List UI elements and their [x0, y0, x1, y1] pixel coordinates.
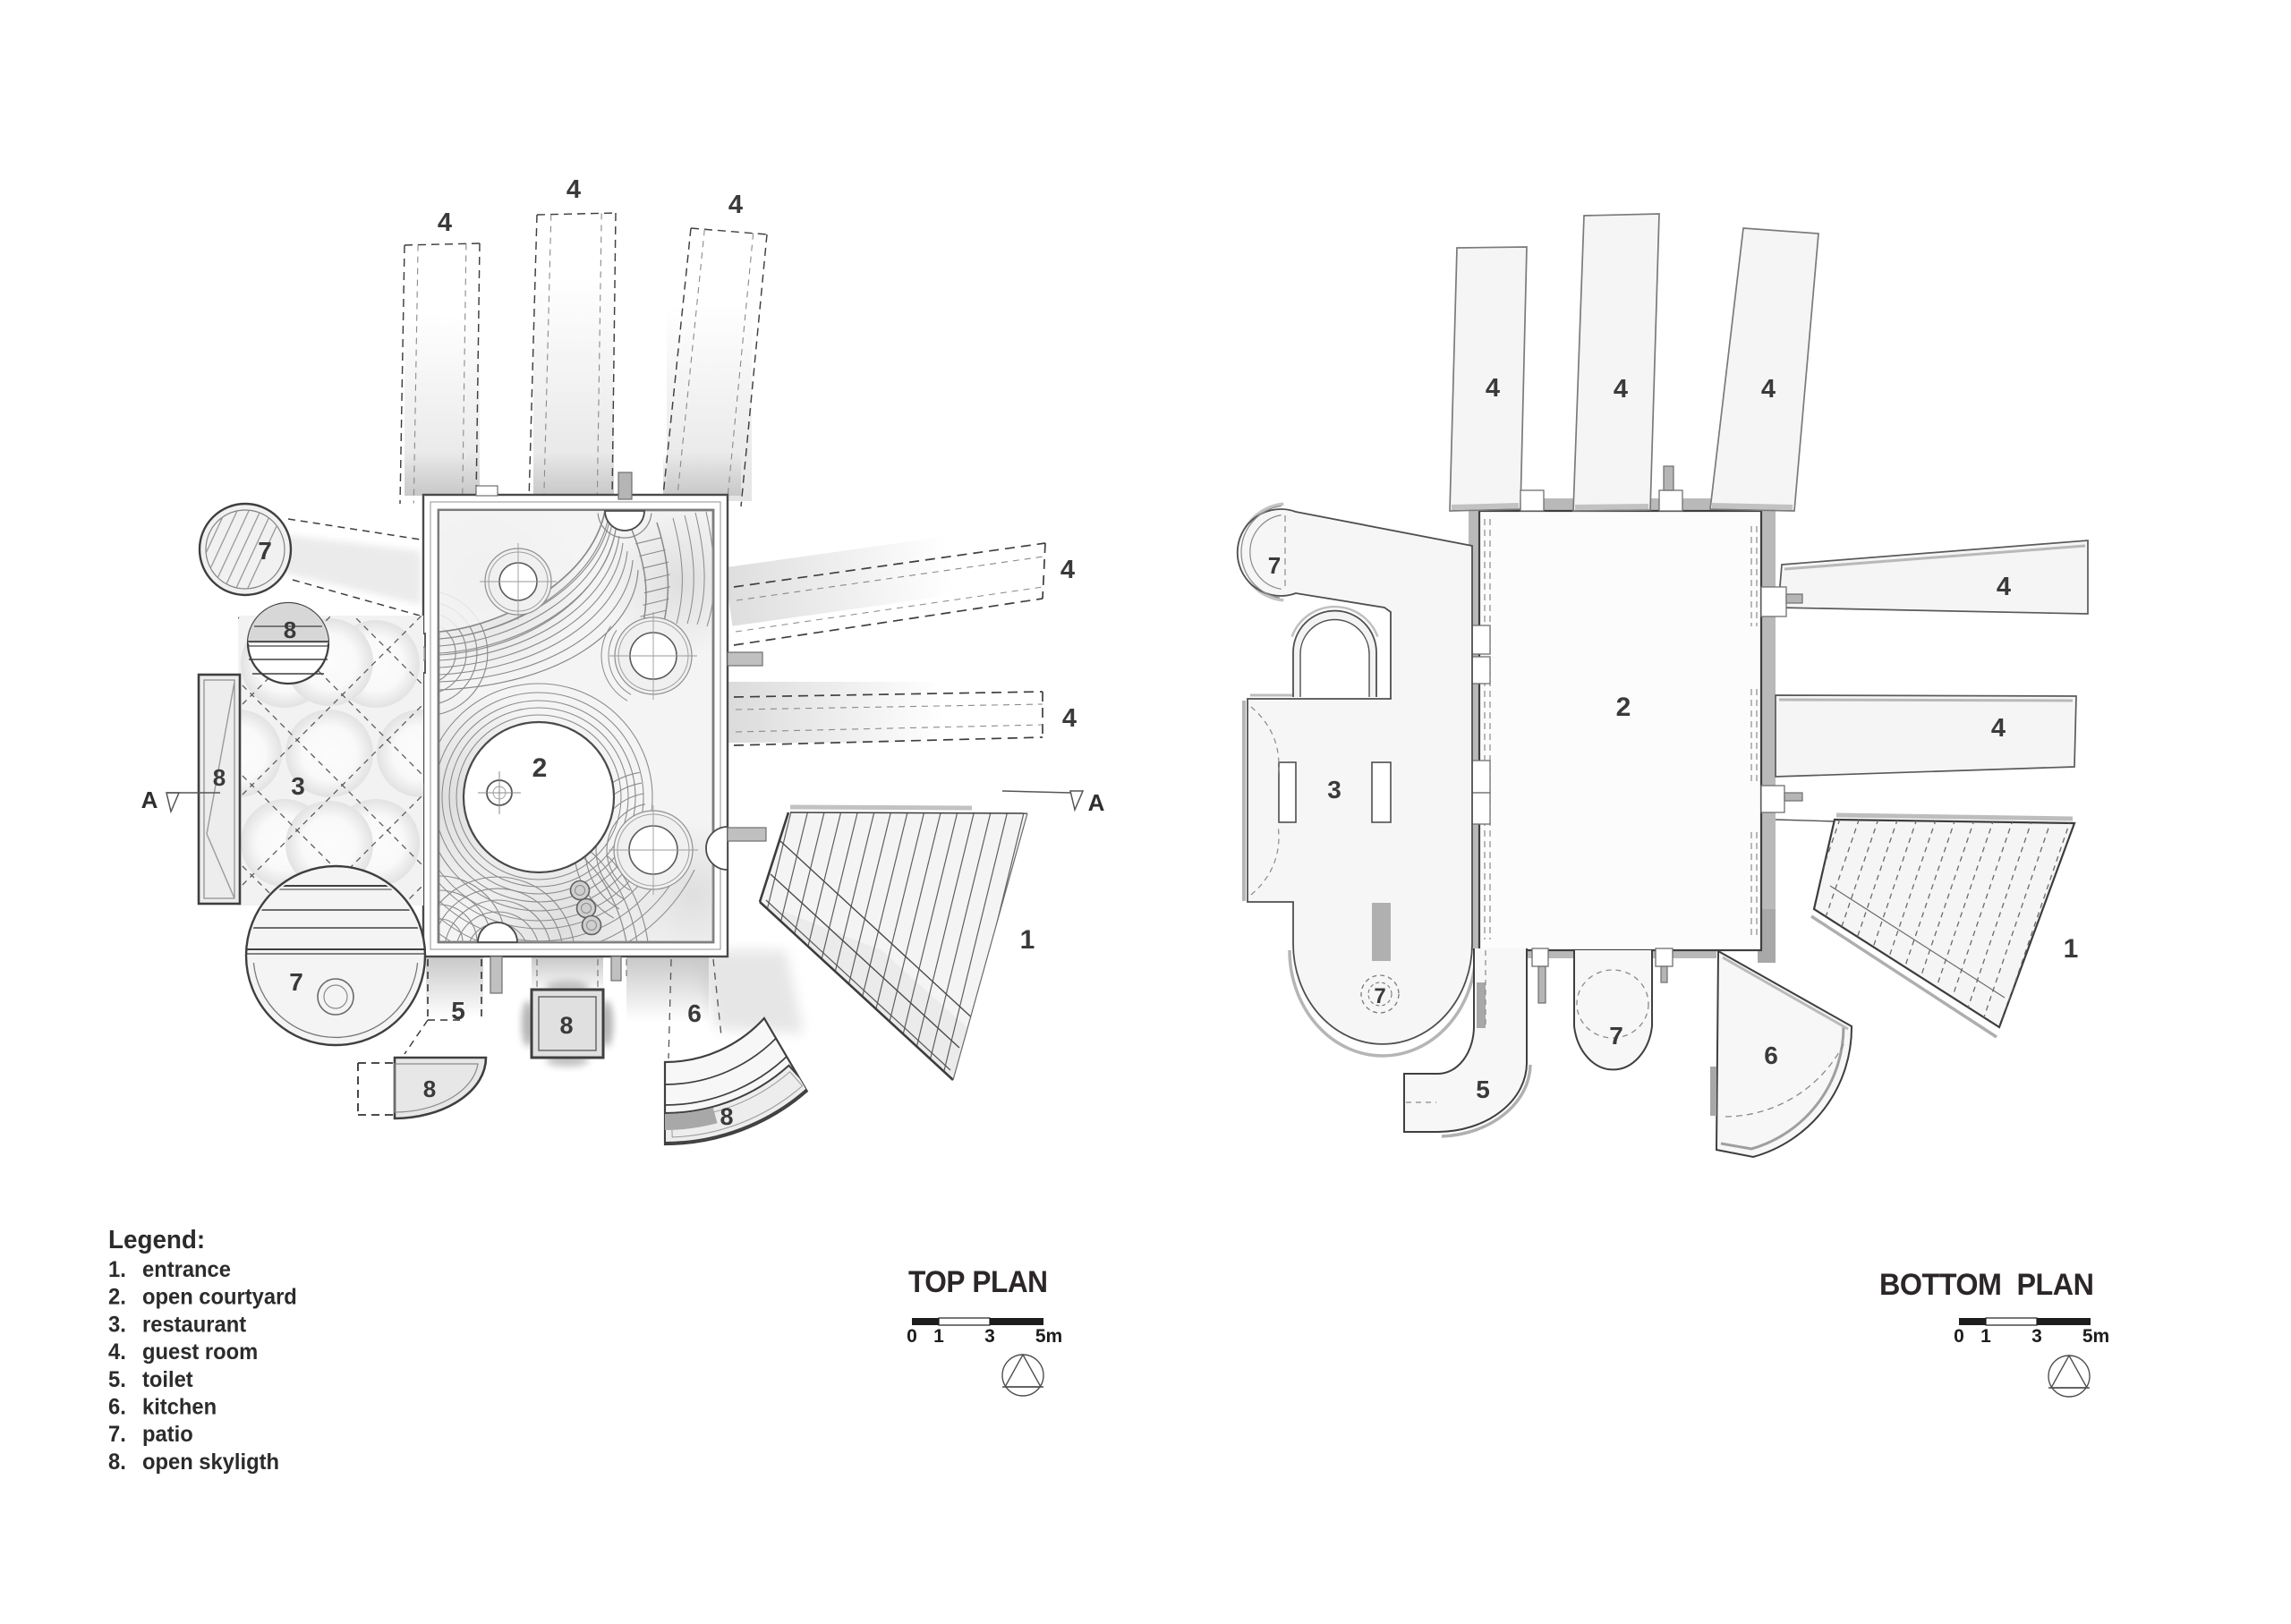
- svg-text:3.: 3.: [108, 1313, 126, 1338]
- svg-text:7: 7: [1609, 1022, 1623, 1050]
- svg-text:4: 4: [438, 208, 452, 237]
- svg-text:5m: 5m: [1035, 1326, 1062, 1347]
- svg-text:6: 6: [1764, 1042, 1778, 1069]
- svg-text:5m: 5m: [2082, 1326, 2109, 1347]
- svg-text:7: 7: [1374, 984, 1385, 1008]
- svg-text:6.: 6.: [108, 1395, 126, 1420]
- svg-text:A: A: [1088, 789, 1105, 816]
- svg-text:4: 4: [566, 175, 581, 204]
- svg-text:open courtyard: open courtyard: [142, 1285, 297, 1310]
- svg-text:1: 1: [933, 1326, 944, 1347]
- svg-text:4: 4: [1062, 704, 1077, 733]
- svg-text:7.: 7.: [108, 1423, 126, 1448]
- svg-text:1.: 1.: [108, 1257, 126, 1282]
- svg-text:open skyligth: open skyligth: [142, 1450, 279, 1475]
- svg-text:5: 5: [1476, 1076, 1490, 1103]
- svg-text:7: 7: [1268, 552, 1281, 579]
- svg-text:1: 1: [1020, 925, 1035, 955]
- svg-text:8: 8: [559, 1012, 573, 1039]
- svg-text:8: 8: [423, 1076, 436, 1102]
- svg-text:2: 2: [1616, 693, 1631, 722]
- svg-text:BOTTOM PLAN: BOTTOM PLAN: [1879, 1268, 2094, 1302]
- svg-text:4: 4: [1060, 556, 1075, 584]
- svg-text:patio: patio: [142, 1423, 193, 1448]
- svg-text:0: 0: [1954, 1326, 1964, 1347]
- svg-text:4: 4: [1614, 375, 1628, 404]
- svg-text:1: 1: [1980, 1326, 1991, 1347]
- svg-text:2: 2: [532, 753, 548, 783]
- svg-text:8: 8: [284, 616, 296, 643]
- svg-text:A: A: [141, 786, 158, 813]
- svg-text:toilet: toilet: [142, 1367, 193, 1392]
- svg-text:5: 5: [451, 997, 465, 1025]
- svg-text:7: 7: [258, 537, 272, 565]
- svg-text:0: 0: [907, 1326, 917, 1347]
- svg-text:kitchen: kitchen: [142, 1395, 217, 1420]
- svg-text:1: 1: [2064, 934, 2079, 964]
- svg-text:restaurant: restaurant: [142, 1313, 246, 1338]
- svg-text:8.: 8.: [108, 1450, 126, 1475]
- svg-text:Legend:: Legend:: [108, 1225, 205, 1254]
- svg-text:4.: 4.: [108, 1340, 126, 1365]
- svg-text:4: 4: [1761, 375, 1776, 404]
- svg-text:3: 3: [291, 772, 305, 800]
- svg-text:3: 3: [1327, 776, 1341, 803]
- svg-text:2.: 2.: [108, 1285, 126, 1310]
- svg-text:3: 3: [984, 1326, 995, 1347]
- svg-text:4: 4: [728, 191, 743, 219]
- svg-text:4: 4: [1486, 374, 1500, 403]
- svg-text:8: 8: [720, 1103, 733, 1130]
- svg-text:4: 4: [1997, 573, 2011, 601]
- svg-text:4: 4: [1991, 714, 2006, 743]
- svg-text:guest room: guest room: [142, 1340, 258, 1365]
- svg-text:5.: 5.: [108, 1367, 126, 1392]
- svg-text:6: 6: [687, 999, 702, 1027]
- svg-text:TOP PLAN: TOP PLAN: [908, 1264, 1048, 1298]
- svg-text:entrance: entrance: [142, 1257, 231, 1282]
- svg-text:7: 7: [289, 968, 303, 996]
- svg-text:8: 8: [213, 764, 226, 791]
- svg-text:3: 3: [2031, 1326, 2042, 1347]
